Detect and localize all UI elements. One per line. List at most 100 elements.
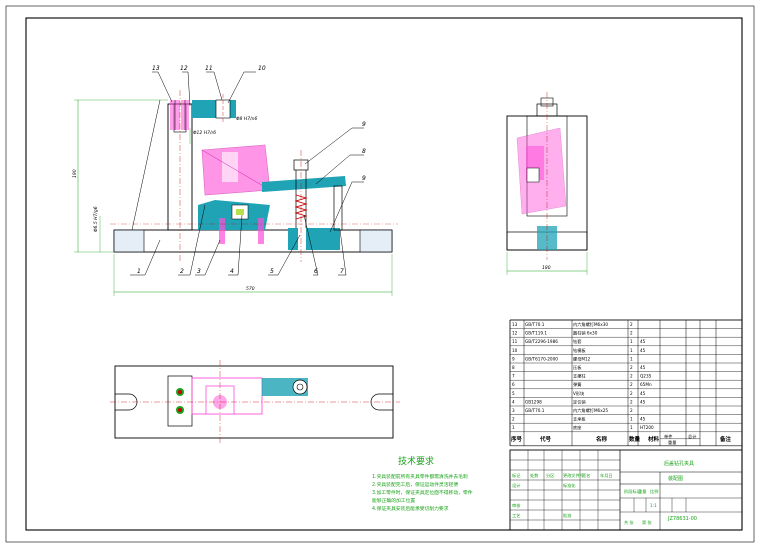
dim-overall-length: 570 xyxy=(246,286,255,292)
balloon-1: 1 xyxy=(137,268,141,275)
bom-row-name: 支撑柱 xyxy=(573,373,586,380)
bom-row-no: 7 xyxy=(512,374,515,379)
bom-row-qty: 2 xyxy=(630,399,633,404)
notes-title: 技术要求 xyxy=(398,455,434,467)
notes-line-2: 2.夹具装配完工后，保证运动件灵活轻便 xyxy=(372,481,458,488)
balloon-9b: 9 xyxy=(362,175,366,182)
front-view xyxy=(110,90,398,262)
bom-row-qty: 2 xyxy=(630,331,633,336)
bom-row-qty: 2 xyxy=(630,374,633,379)
tb-date: 年月日 xyxy=(600,472,613,479)
bom-row-no: 6 xyxy=(512,382,515,387)
title-block-weight: 重量 xyxy=(638,488,646,495)
spring-coil xyxy=(294,194,308,220)
balloon-2: 2 xyxy=(180,268,184,275)
bom-row-qty: 1 xyxy=(630,339,633,344)
bom-row-qty: 1 xyxy=(630,425,633,430)
balloon-12: 12 xyxy=(180,65,188,72)
tb-process: 工艺 xyxy=(512,513,520,518)
bom-row-name: 定位销 xyxy=(573,398,586,405)
bom-row-no: 13 xyxy=(512,322,518,327)
bom-header-qty: 数量 xyxy=(629,435,641,443)
bom-row-name: 弹簧 xyxy=(573,381,581,388)
bom-row-material: 45 xyxy=(640,348,646,353)
balloon-7: 7 xyxy=(340,268,344,275)
bom-row-name: 内六角螺钉M6x30 xyxy=(573,321,608,328)
balloon-5: 5 xyxy=(270,268,274,275)
bom-row-qty: 2 xyxy=(630,322,633,327)
bom-row-name: 钻模板 xyxy=(573,347,586,354)
bom-header-single: 单件 xyxy=(664,433,672,440)
bom-header-remark: 备注 xyxy=(719,435,732,443)
bom-row-material: HT200 xyxy=(640,425,654,430)
tb-change-doc: 更改文件号 xyxy=(563,472,584,479)
bom-row-code: GB/T70.1 xyxy=(525,322,545,327)
bom-row-name: 圆柱销 6x30 xyxy=(573,330,598,337)
bom-row-code: GB/T70.1 xyxy=(525,408,545,413)
title-block-sheet-no: 第 张 xyxy=(642,519,653,526)
balloon-13: 13 xyxy=(152,65,160,72)
balloon-11: 11 xyxy=(205,65,213,72)
bom-row-qty: 1 xyxy=(630,356,633,361)
bom-row-name: 压板 xyxy=(573,364,582,371)
bom-header-no: 序号 xyxy=(510,435,523,443)
title-block: 后盖钻孔夹具 装配图 JZ78631-00 阶段标记 重量 比例 1:1 共 张… xyxy=(509,449,743,531)
notes-line-5: 4.保证夹具安装后能承受切削力要求 xyxy=(372,505,449,512)
bom-row-no: 8 xyxy=(512,365,515,370)
bom-row-qty: 2 xyxy=(630,391,633,396)
tb-mark: 标记 xyxy=(512,472,521,479)
bom-row-qty: 2 xyxy=(630,365,633,370)
bom-row-code: GB/T119.1 xyxy=(525,331,547,336)
bom-row-name: 支承板 xyxy=(573,416,586,423)
title-block-sub: 装配图 xyxy=(668,475,683,482)
tb-count: 处数 xyxy=(530,472,539,479)
balloon-8: 8 xyxy=(362,148,366,155)
bom-row-material: 45 xyxy=(640,391,646,396)
bom-row-no: 9 xyxy=(512,356,515,361)
bom-row-material: 45 xyxy=(640,339,646,344)
bom-row-no: 12 xyxy=(512,331,518,336)
top-view xyxy=(110,360,400,444)
leader-lines xyxy=(130,71,364,276)
bom-row-material: 45 xyxy=(640,399,646,404)
balloon-4: 4 xyxy=(230,268,234,275)
title-block-scale-label: 比例 xyxy=(650,488,658,495)
dim-fit-1: Φ6.5 H7/g6 xyxy=(93,206,99,232)
tb-review: 审核 xyxy=(512,502,521,509)
bom-row-name: 螺母M12 xyxy=(573,355,591,362)
sheet-trim-border xyxy=(5,5,755,543)
bom-header-code: 代号 xyxy=(539,435,552,443)
drawing-frame xyxy=(25,17,743,531)
bom-row-qty: 2 xyxy=(630,408,633,413)
bom-row-no: 10 xyxy=(512,348,518,353)
notes-line-3: 3.加工零件时，保证夹具定位面不得移动，零件 xyxy=(372,489,473,496)
side-view: 180 xyxy=(506,92,588,275)
title-block-total-sheets: 共 张 xyxy=(624,519,635,526)
bom-row-no: 4 xyxy=(512,399,515,404)
bom-row-material: 45 xyxy=(640,417,646,422)
balloon-6: 6 xyxy=(314,268,318,275)
balloon-3: 3 xyxy=(197,268,201,275)
notes-line-1: 1.夹具装配前所有夹具零件都需清洗并去毛刺 xyxy=(372,473,468,480)
balloon-labels: 1 2 3 4 5 6 7 8 9 9 10 11 12 13 xyxy=(137,65,366,275)
bom-row-no: 2 xyxy=(512,417,515,422)
tb-sign: 签名 xyxy=(582,472,590,479)
bom-row-code: GB/T6170-2000 xyxy=(525,356,558,361)
tb-standard: 标准化 xyxy=(563,482,576,489)
dim-fit-3: Φ8 H7/n6 xyxy=(236,116,257,122)
tb-zone: 分区 xyxy=(546,472,554,479)
bom-row-no: 11 xyxy=(512,339,518,344)
bom-row-name: V形块 xyxy=(573,390,585,397)
balloon-10: 10 xyxy=(258,65,266,72)
bom-row-no: 3 xyxy=(512,408,515,413)
notes-line-4: 能够正确的加工位置 xyxy=(372,497,415,504)
bom-header-name: 名称 xyxy=(596,435,608,443)
title-block-scale: 1:1 xyxy=(650,503,657,508)
bom-row-material: 45 xyxy=(640,365,646,370)
title-block-drawing-no: JZ78631-00 xyxy=(667,516,697,522)
bom-header-weight: 重量 xyxy=(668,439,676,446)
bom-header-material: 材料 xyxy=(648,435,660,443)
title-block-title: 后盖钻孔夹具 xyxy=(664,460,694,467)
